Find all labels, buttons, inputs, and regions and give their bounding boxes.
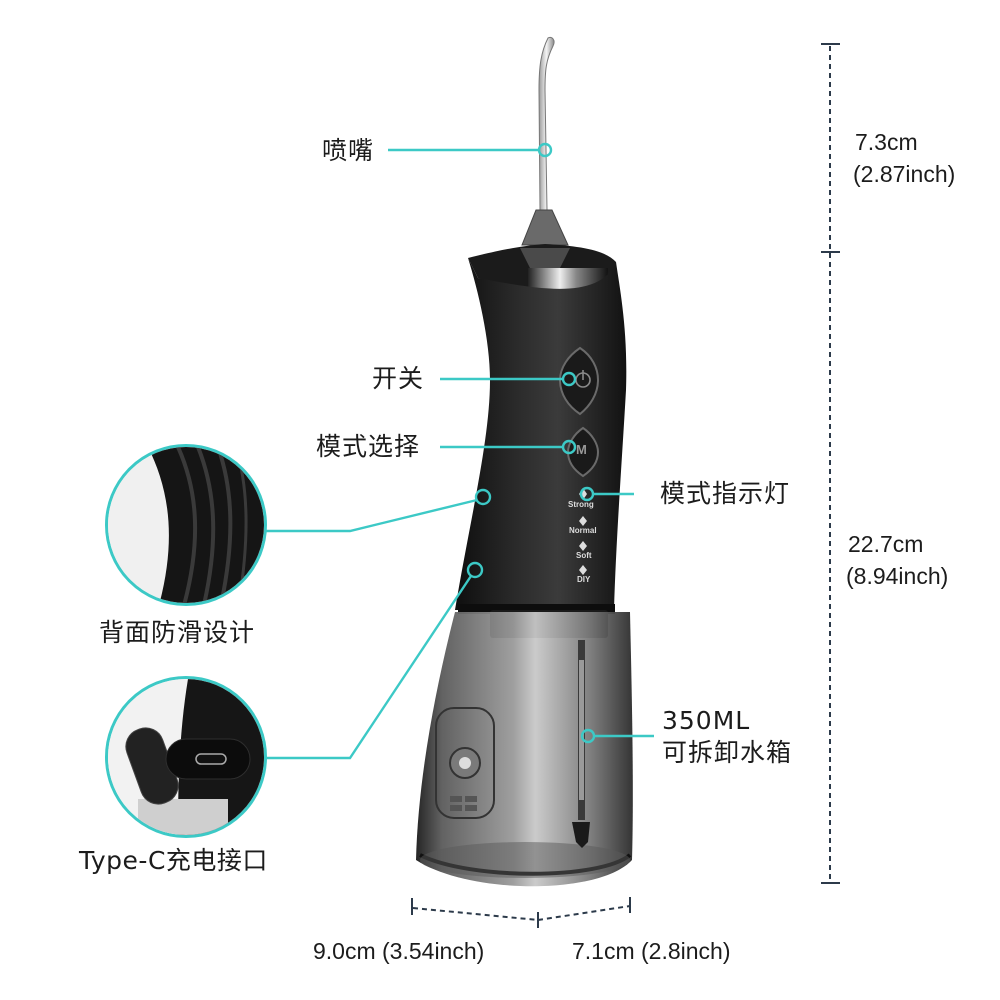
callout-nozzle: 喷嘴 [322,136,375,165]
callout-mode-select: 模式选择 [316,432,421,461]
dim-width: 9.0cm (3.54inch) [313,938,485,964]
mode-button-glyph: M [576,442,587,457]
dim-body-height-in: (8.94inch) [846,563,949,589]
type-c-port-detail-inset [105,676,267,838]
callout-type-c: Type-C充电接口 [79,846,268,875]
callout-power-switch: 开关 [372,364,425,393]
dim-nozzle-height-in: (2.87inch) [853,161,956,187]
usb-c-icon [195,753,227,765]
tank-valve [435,707,495,819]
nozzle [521,37,569,246]
mode-button[interactable] [566,426,600,478]
grip-ridges-illustration [108,447,264,603]
dim-nozzle-height-cm: 7.3cm [855,129,918,155]
dim-body-height-cm: 22.7cm [848,531,924,557]
indicator-label-soft: Soft [576,551,592,560]
dimension-lines [411,43,840,928]
leader-lines [265,142,654,760]
callout-tank-capacity: 350ML [662,706,751,735]
callout-anti-slip: 背面防滑设计 [99,618,256,647]
dim-depth: 7.1cm (2.8inch) [572,938,731,964]
anti-slip-detail-inset [105,444,267,606]
indicator-label-normal: Normal [569,526,597,535]
callout-tank-label: 可拆卸水箱 [662,738,793,767]
device-body [455,258,627,610]
body-collar [458,604,615,614]
type-c-port-illustration [108,679,264,835]
mode-indicator-lights [579,488,587,575]
callout-mode-indicator: 模式指示灯 [660,479,791,508]
power-button[interactable] [558,346,600,416]
indicator-label-diy: DIY [577,575,591,584]
suction-tube [572,640,590,848]
indicator-label-strong: Strong [568,500,594,509]
